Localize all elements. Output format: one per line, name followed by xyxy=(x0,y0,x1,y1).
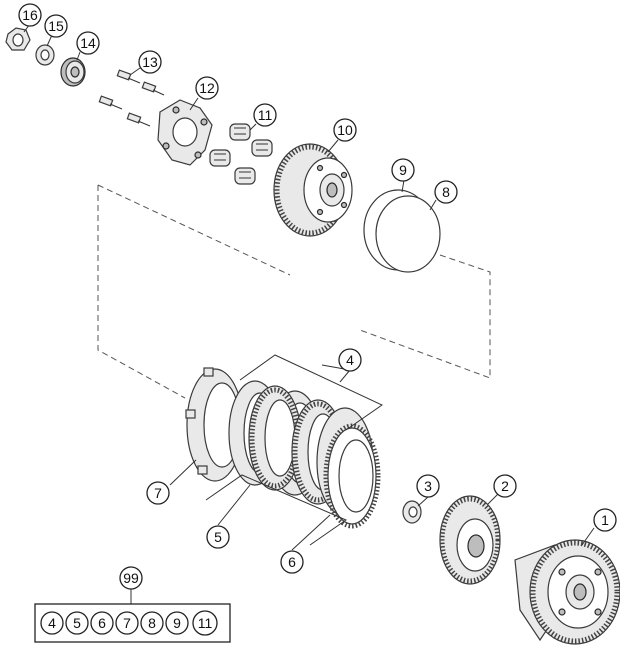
part-1-clutch-basket xyxy=(514,539,620,645)
kit-item-11[interactable]: 11 xyxy=(192,610,218,636)
callout-14[interactable]: 14 xyxy=(76,31,100,55)
callout-4-label: 4 xyxy=(346,352,354,368)
kit-item-8[interactable]: 8 xyxy=(140,611,164,635)
callout-14-label: 14 xyxy=(80,35,96,51)
kit-item-4-label: 4 xyxy=(48,615,56,631)
kit-item-9[interactable]: 9 xyxy=(165,611,189,635)
kit-item-5-label: 5 xyxy=(73,615,81,631)
part-2-thrust-disc xyxy=(439,495,501,585)
kit-item-7[interactable]: 7 xyxy=(115,611,139,635)
callout-1[interactable]: 1 xyxy=(593,508,617,532)
callout-1-label: 1 xyxy=(601,512,609,528)
callout-6-label: 6 xyxy=(288,554,296,570)
part-14-bearing xyxy=(60,57,86,87)
callout-8[interactable]: 8 xyxy=(434,180,458,204)
callout-16-label: 16 xyxy=(22,7,38,23)
callout-leaders xyxy=(23,23,595,551)
part-3-thrust-washer xyxy=(402,500,422,524)
callout-11-label: 11 xyxy=(258,107,273,123)
callout-16[interactable]: 16 xyxy=(18,3,42,27)
callout-5-label: 5 xyxy=(214,529,222,545)
callout-15-label: 15 xyxy=(48,18,64,34)
part-16-nut xyxy=(5,27,31,51)
callout-2-label: 2 xyxy=(501,478,509,494)
callout-10[interactable]: 10 xyxy=(333,118,357,142)
callout-12-label: 12 xyxy=(199,80,215,96)
callout-8-label: 8 xyxy=(442,184,450,200)
callout-2[interactable]: 2 xyxy=(493,474,517,498)
callout-99-label: 99 xyxy=(123,570,139,586)
callout-7-label: 7 xyxy=(154,485,162,501)
kit-contents-box: 4 5 6 7 8 9 11 xyxy=(34,603,231,643)
callout-6[interactable]: 6 xyxy=(280,550,304,574)
callout-12[interactable]: 12 xyxy=(195,76,219,100)
kit-item-11-label: 11 xyxy=(198,615,213,631)
callout-9[interactable]: 9 xyxy=(391,158,415,182)
assembly-guide-lines xyxy=(97,184,491,399)
callout-11[interactable]: 11 xyxy=(253,103,277,127)
kit-item-6[interactable]: 6 xyxy=(90,611,114,635)
callout-15[interactable]: 15 xyxy=(44,14,68,38)
callout-13-label: 13 xyxy=(142,54,158,70)
callout-9-label: 9 xyxy=(399,162,407,178)
callout-4[interactable]: 4 xyxy=(338,348,362,372)
kit-item-8-label: 8 xyxy=(148,615,156,631)
part-10-inner-hub xyxy=(273,143,353,237)
part-15-washer xyxy=(35,44,55,66)
kit-item-7-label: 7 xyxy=(123,615,131,631)
callout-3[interactable]: 3 xyxy=(416,474,440,498)
part-6-lined-discs xyxy=(248,385,381,529)
part-12-pressure-plate xyxy=(157,99,213,166)
kit-item-4[interactable]: 4 xyxy=(40,611,64,635)
callout-3-label: 3 xyxy=(424,478,432,494)
kit-item-6-label: 6 xyxy=(98,615,106,631)
part-8-ring xyxy=(375,195,441,273)
kit-item-5[interactable]: 5 xyxy=(65,611,89,635)
part-11-springs xyxy=(209,123,273,185)
callout-13[interactable]: 13 xyxy=(138,50,162,74)
callout-5[interactable]: 5 xyxy=(206,525,230,549)
kit-item-9-label: 9 xyxy=(173,615,181,631)
callout-99[interactable]: 99 xyxy=(119,566,143,590)
part-13-bolts xyxy=(98,69,165,127)
callout-7[interactable]: 7 xyxy=(146,481,170,505)
callout-10-label: 10 xyxy=(337,122,353,138)
